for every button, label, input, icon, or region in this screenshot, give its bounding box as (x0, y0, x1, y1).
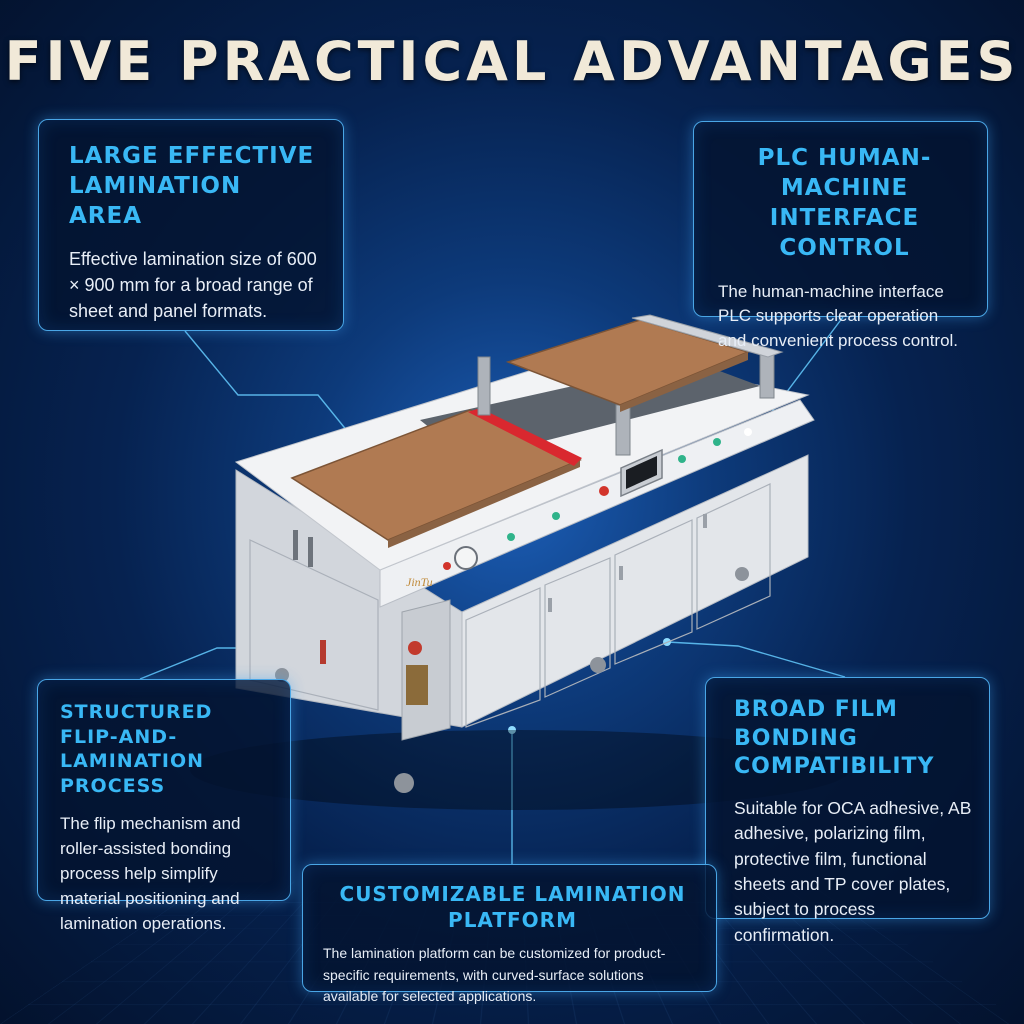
feature-card-film-compatibility: BROAD FILM BONDING COMPATIBILITY Suitabl… (705, 677, 990, 945)
feature-card-custom-platform: CUSTOMIZABLE LAMINATION PLATFORM The lam… (302, 864, 717, 1004)
connector-dot (508, 726, 516, 734)
card-text: The human-machine interface PLC supports… (718, 281, 959, 350)
card-text: The flip mechanism and roller-assisted b… (60, 813, 241, 934)
card-title: PLC HUMAN-MACHINE INTERFACE CONTROL (757, 145, 932, 261)
card-text: The lamination platform can be customize… (323, 945, 666, 1005)
feature-card-plc-hmi: PLC HUMAN-MACHINE INTERFACE CONTROL The … (693, 121, 988, 350)
feature-card-lamination-area: LARGE EFFECTIVE LAMINATION AREA Effectiv… (38, 119, 344, 331)
card-text: Effective lamination size of 600 × 900 m… (69, 248, 317, 321)
feature-card-flip-process: STRUCTURED FLIP-AND-LAMINATION PROCESS T… (37, 679, 291, 933)
card-text: Suitable for OCA adhesive, AB adhesive, … (734, 797, 972, 945)
machine-logo: JinTu (406, 575, 433, 589)
card-title: STRUCTURED FLIP-AND-LAMINATION PROCESS (60, 701, 213, 798)
card-title: BROAD FILM BONDING COMPATIBILITY (734, 697, 935, 780)
page-title: FIVE PRACTICAL ADVANTAGES (4, 30, 1020, 93)
red-handle (320, 640, 326, 664)
card-title: LARGE EFFECTIVE LAMINATION AREA (69, 143, 315, 229)
card-title: CUSTOMIZABLE LAMINATION PLATFORM (339, 882, 686, 932)
connector-card4 (666, 641, 846, 678)
connector-card1 (184, 330, 349, 433)
